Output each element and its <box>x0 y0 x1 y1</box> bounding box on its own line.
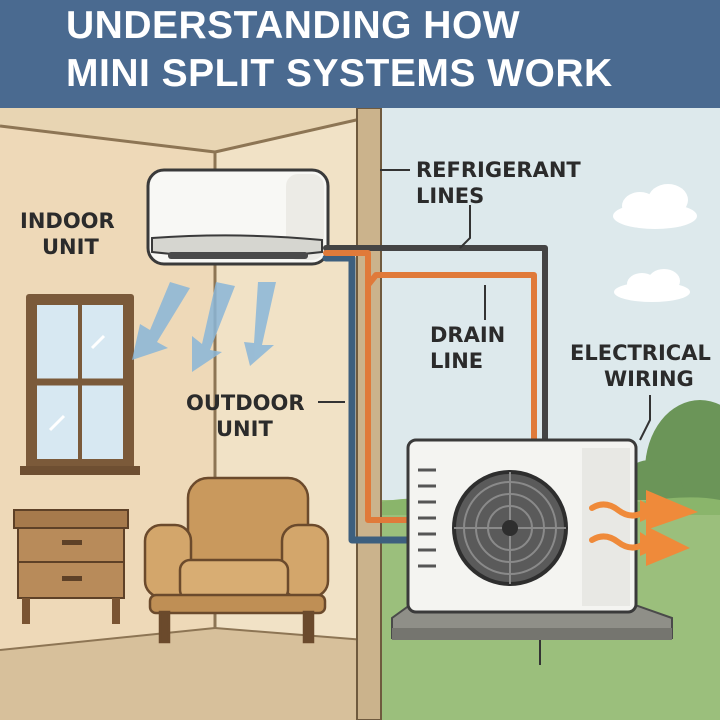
label-indoor-unit: INDOOR UNIT <box>20 209 115 259</box>
page-title-line-2: MINI SPLIT SYSTEMS WORK <box>66 52 613 95</box>
cloud-icon <box>614 269 690 302</box>
window <box>20 294 140 475</box>
cloud-icon <box>613 184 697 229</box>
label-drain-line: DRAIN LINE <box>430 323 506 373</box>
label-electrical-wiring: ELECTRICAL WIRING <box>570 341 711 391</box>
ceiling <box>0 108 365 152</box>
label-refrigerant-lines: REFRIGERANT LINES <box>416 158 581 208</box>
heat-arrow-icon <box>646 526 690 566</box>
indoor-unit <box>146 168 330 266</box>
leader-lines <box>318 169 651 665</box>
outdoor-unit <box>406 438 638 614</box>
fan-icon <box>452 470 568 586</box>
nightstand <box>13 509 129 624</box>
page-title-line-1: UNDERSTANDING HOW <box>66 4 521 47</box>
heat-arrow-icon <box>646 490 698 530</box>
floor <box>0 628 365 720</box>
armchair <box>143 476 330 644</box>
airflow-arrow-icon <box>132 282 276 372</box>
line-set <box>322 245 548 544</box>
heat-arrow-icon <box>589 501 647 551</box>
title-bar: UNDERSTANDING HOW MINI SPLIT SYSTEMS WOR… <box>0 0 720 108</box>
label-outdoor-unit: OUTDOOR UNIT <box>186 391 305 441</box>
